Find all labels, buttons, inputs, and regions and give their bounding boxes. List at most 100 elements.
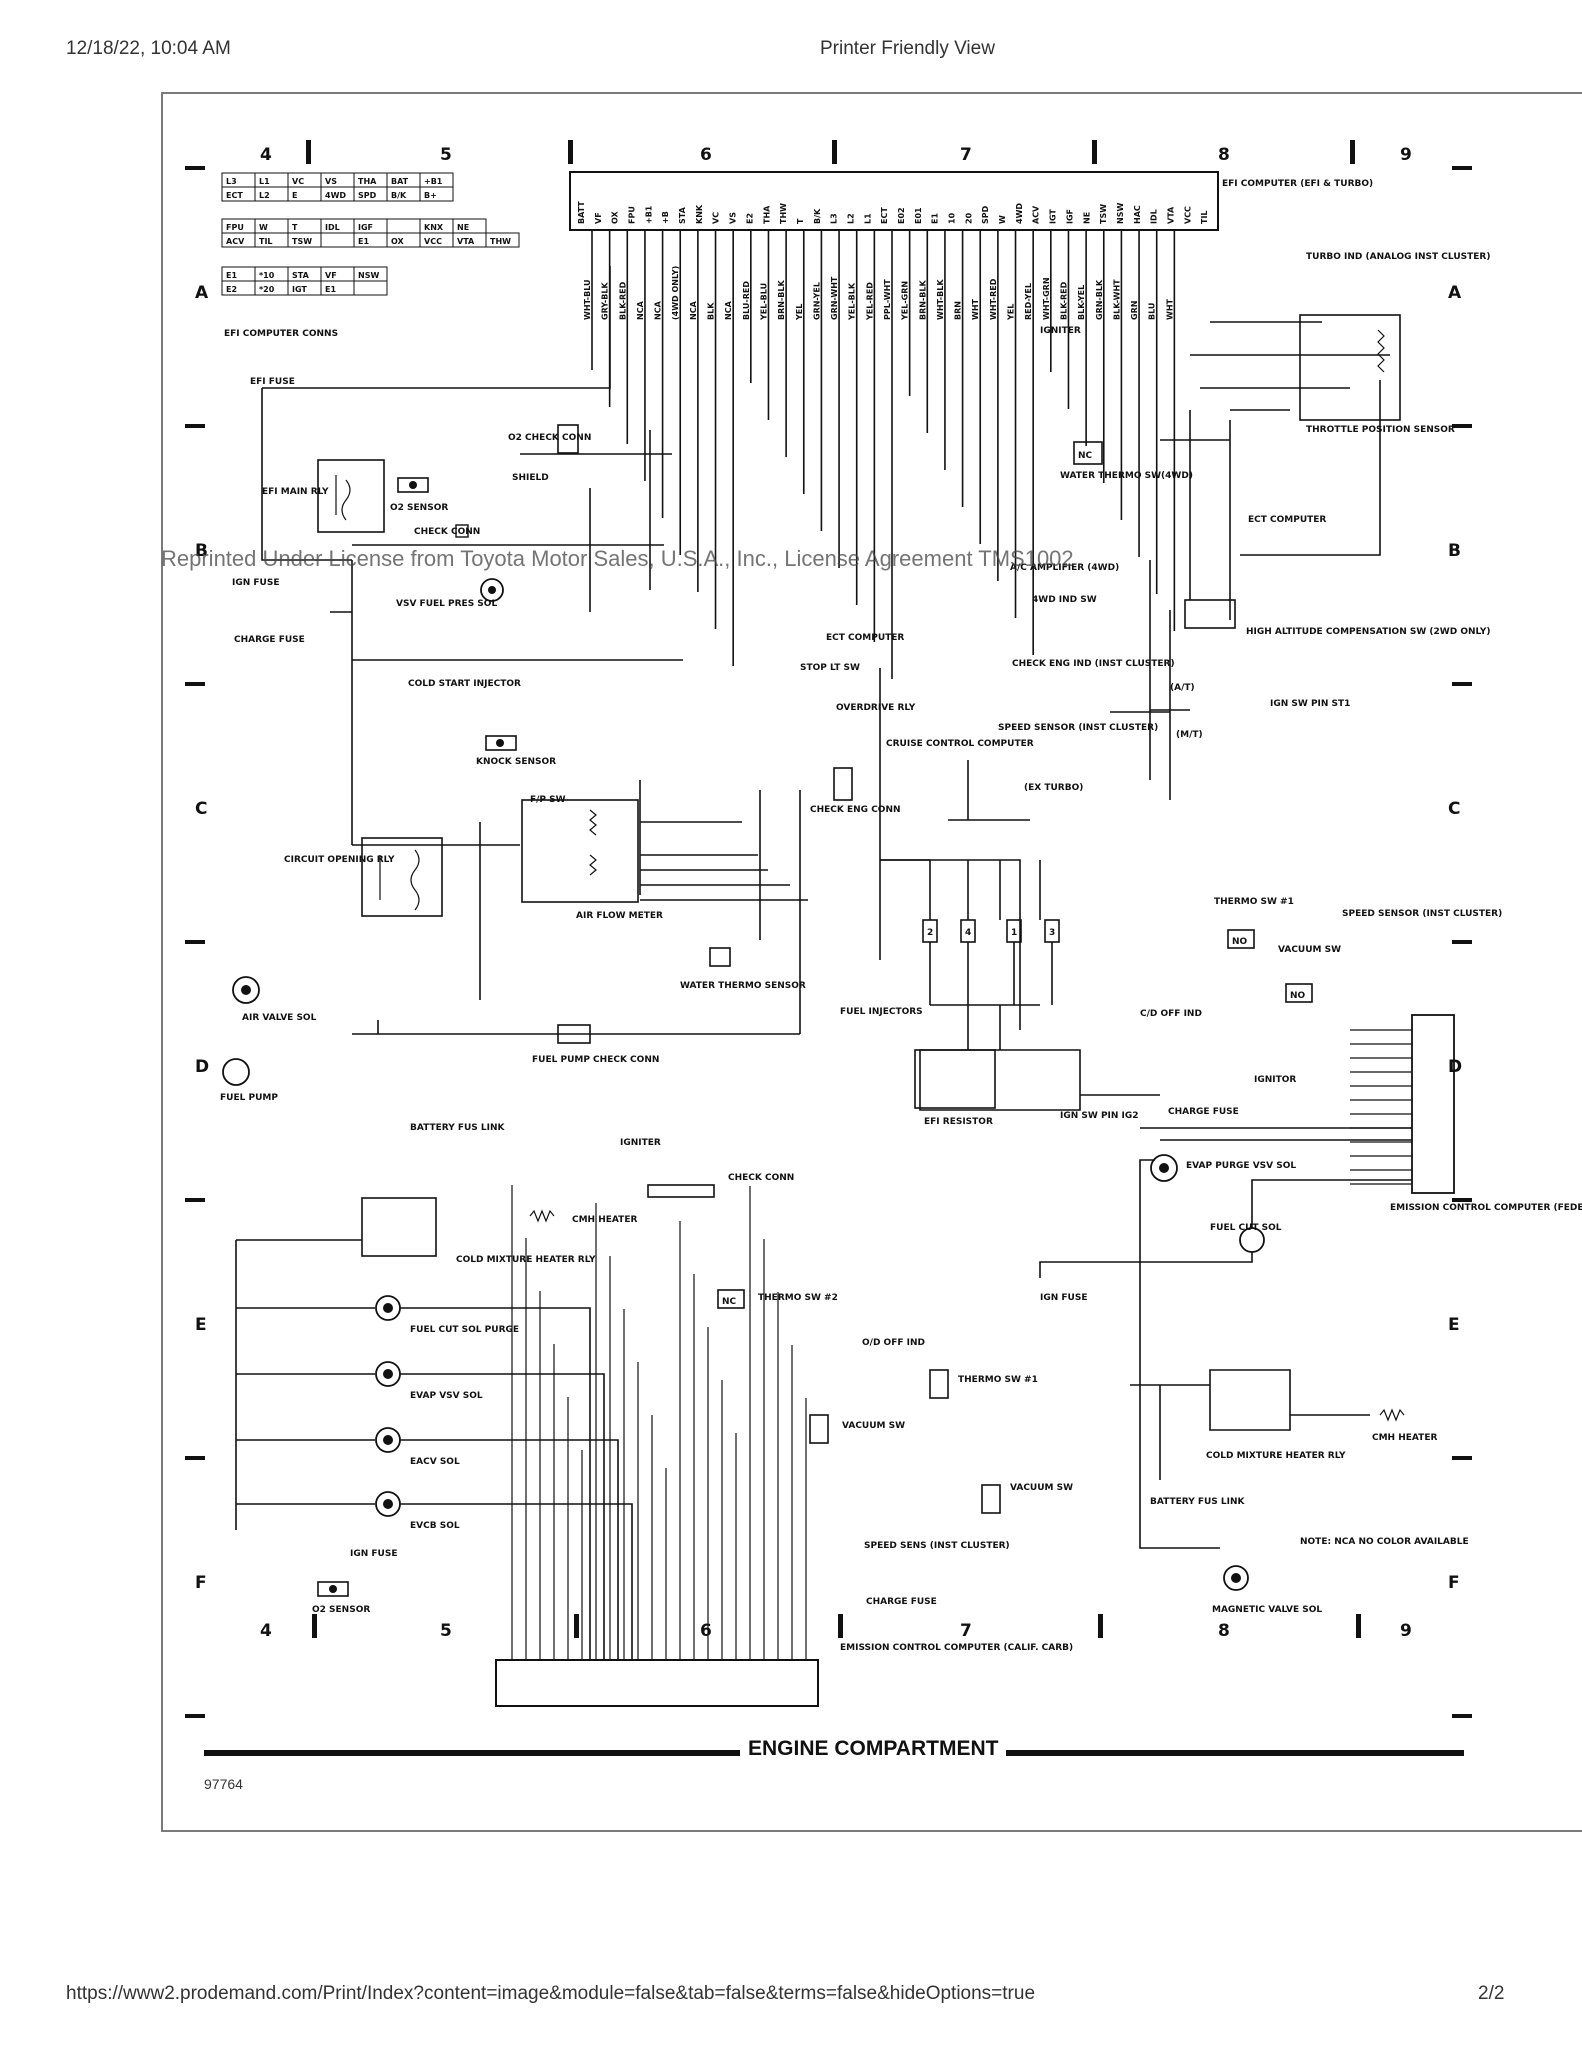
conn-cell-label: IDL <box>325 223 340 232</box>
air-flow-meter: F/P SW AIR FLOW METER <box>521 795 663 921</box>
check-eng-conn-label: CHECK ENG CONN <box>810 805 901 815</box>
high-alt-label: HIGH ALTITUDE COMPENSATION SW (2WD ONLY) <box>1246 627 1490 637</box>
conn-cell-label: KNX <box>424 223 444 232</box>
ecu-wire-label: NCA <box>654 300 663 320</box>
page-number: 2/2 <box>1478 1983 1505 2004</box>
efi-resistor: EFI RESISTOR <box>914 1049 996 1127</box>
check-conn-lower: CHECK CONN <box>647 1173 794 1198</box>
ecu-pin-label: +B <box>661 211 670 224</box>
ecu-wire-label: YEL <box>1007 304 1016 321</box>
conn-cell-label: T <box>292 223 298 232</box>
conn-cell-label: +B1 <box>424 177 443 186</box>
ecu-pin-label: W <box>998 215 1007 224</box>
air-valve-label: AIR VALVE SOL <box>242 1013 317 1023</box>
conn-cell-label: SPD <box>358 191 377 200</box>
thermo-sw1-label: THERMO SW #1 <box>1214 897 1294 907</box>
grid-col-4: 4 <box>260 145 272 165</box>
grid-tick <box>185 424 205 428</box>
at-label: (A/T) <box>1170 683 1195 693</box>
ign-sw-st1-label: IGN SW PIN ST1 <box>1270 699 1350 709</box>
grid-separator <box>1350 140 1355 164</box>
print-title: Printer Friendly View <box>820 38 995 59</box>
conn-cell-label: L3 <box>226 177 237 186</box>
conn-cell-label: OX <box>391 237 405 246</box>
grid-separator <box>838 1614 843 1638</box>
ecu-pin-label: FPU <box>628 206 637 224</box>
high-altitude-sw: HIGH ALTITUDE COMPENSATION SW (2WD ONLY) <box>1184 599 1490 637</box>
svg-text:NC: NC <box>722 1297 737 1307</box>
ecu-wire-label: YEL-BLK <box>848 282 857 321</box>
grid-tick <box>185 1456 205 1460</box>
ecu-wire-label: RED-YEL <box>1024 283 1033 320</box>
conn-cell-label: BAT <box>391 177 409 186</box>
grid-row-F: F <box>195 1573 207 1593</box>
grid-col-9: 9 <box>1400 145 1412 165</box>
igniter-label: IGNITER <box>1040 326 1081 336</box>
thermo-sw1b-label: THERMO SW #1 <box>958 1375 1038 1385</box>
grid-col-4: 4 <box>260 1621 272 1641</box>
ecu-pin-label: VS <box>729 212 738 224</box>
speed-sensor-label: SPEED SENSOR (INST CLUSTER) <box>998 723 1158 733</box>
grid-col-7: 7 <box>960 1621 972 1641</box>
conn-cell-label: ECT <box>226 191 243 200</box>
grid-col-6: 6 <box>700 145 712 165</box>
stop-lt-label: STOP LT SW <box>800 663 860 673</box>
grid-col-8: 8 <box>1218 145 1230 165</box>
mt-label: (M/T) <box>1176 730 1203 740</box>
ecu-wire-label: BRN-BLK <box>918 280 927 320</box>
grid-col-6: 6 <box>700 1621 712 1641</box>
knock-sensor: KNOCK SENSOR <box>476 735 556 767</box>
injector-number: 1 <box>1011 928 1017 938</box>
ecu-pin-label: TSW <box>1099 204 1108 224</box>
ecu-wire-label: WHT <box>971 298 980 320</box>
solenoid-label: EVCB SOL <box>410 1521 460 1531</box>
check-conn2-label: CHECK CONN <box>728 1173 794 1183</box>
grid-col-9: 9 <box>1400 1621 1412 1641</box>
turbo-ind-label: TURBO IND (ANALOG INST CLUSTER) <box>1306 252 1490 262</box>
grid-separator <box>306 140 311 164</box>
ecu-wire-label: PPL-WHT <box>883 279 892 320</box>
water-thermo-label: WATER THERMO SW(4WD) <box>1060 471 1193 481</box>
ecu-wire-label: YEL <box>795 304 804 321</box>
ecu-wire-label: NCA <box>724 300 733 320</box>
grid-col-7: 7 <box>960 145 972 165</box>
shield-label: SHIELD <box>512 473 549 483</box>
grid-col-5: 5 <box>440 1621 452 1641</box>
cmh-heater-left: CMH HEATER <box>529 1209 637 1225</box>
thermo-sw1-lower: THERMO SW #1 <box>929 1369 1038 1399</box>
magnetic-valve-label: MAGNETIC VALVE SOL <box>1212 1605 1322 1615</box>
efi-resistor-label: EFI RESISTOR <box>924 1117 993 1127</box>
ecu-pin-label: VF <box>594 212 603 224</box>
ecu-pin-label: B/K <box>813 208 822 224</box>
grid-separator <box>832 140 837 164</box>
ecu-pin-label: VTA <box>1166 206 1175 224</box>
ecu-wire-label: BLK <box>707 302 716 320</box>
ecu-pin-label: VCC <box>1183 206 1192 224</box>
air-valve-sol: AIR VALVE SOL <box>232 976 317 1023</box>
solenoid-core <box>383 1499 393 1509</box>
conn-cell-label: THA <box>358 177 377 186</box>
grid-row-D: D <box>195 1057 209 1077</box>
ecu-pin-label: IGF <box>1065 209 1074 224</box>
conn-cell-label: B/K <box>391 191 407 200</box>
ecu-pin-label: ACV <box>1032 205 1041 224</box>
grid-tick <box>1452 424 1472 428</box>
conn-cell-label: VCC <box>424 237 442 246</box>
o2-sensor-label: O2 SENSOR <box>390 503 448 513</box>
grid-row-E: E <box>195 1315 207 1335</box>
grid-row-C: C <box>1448 799 1460 819</box>
ecu-pin-label: L1 <box>863 213 872 224</box>
svg-text:NC: NC <box>1078 451 1093 461</box>
vacuum-sw: NO VACUUM SW <box>1278 945 1341 1003</box>
water-thermo-sensor-label: WATER THERMO SENSOR <box>680 981 806 991</box>
conn-cell-label: ACV <box>226 237 245 246</box>
ecu-wire-label: GRY-BLK <box>601 282 610 320</box>
ecu-pin-label: 20 <box>964 212 973 224</box>
emission-calif-wires <box>511 1185 807 1660</box>
grid-row-D: D <box>1448 1057 1462 1077</box>
ecu-wire-label: BLK-YEL <box>1077 285 1086 320</box>
note-label: NOTE: NCA NO COLOR AVAILABLE <box>1300 1537 1469 1547</box>
